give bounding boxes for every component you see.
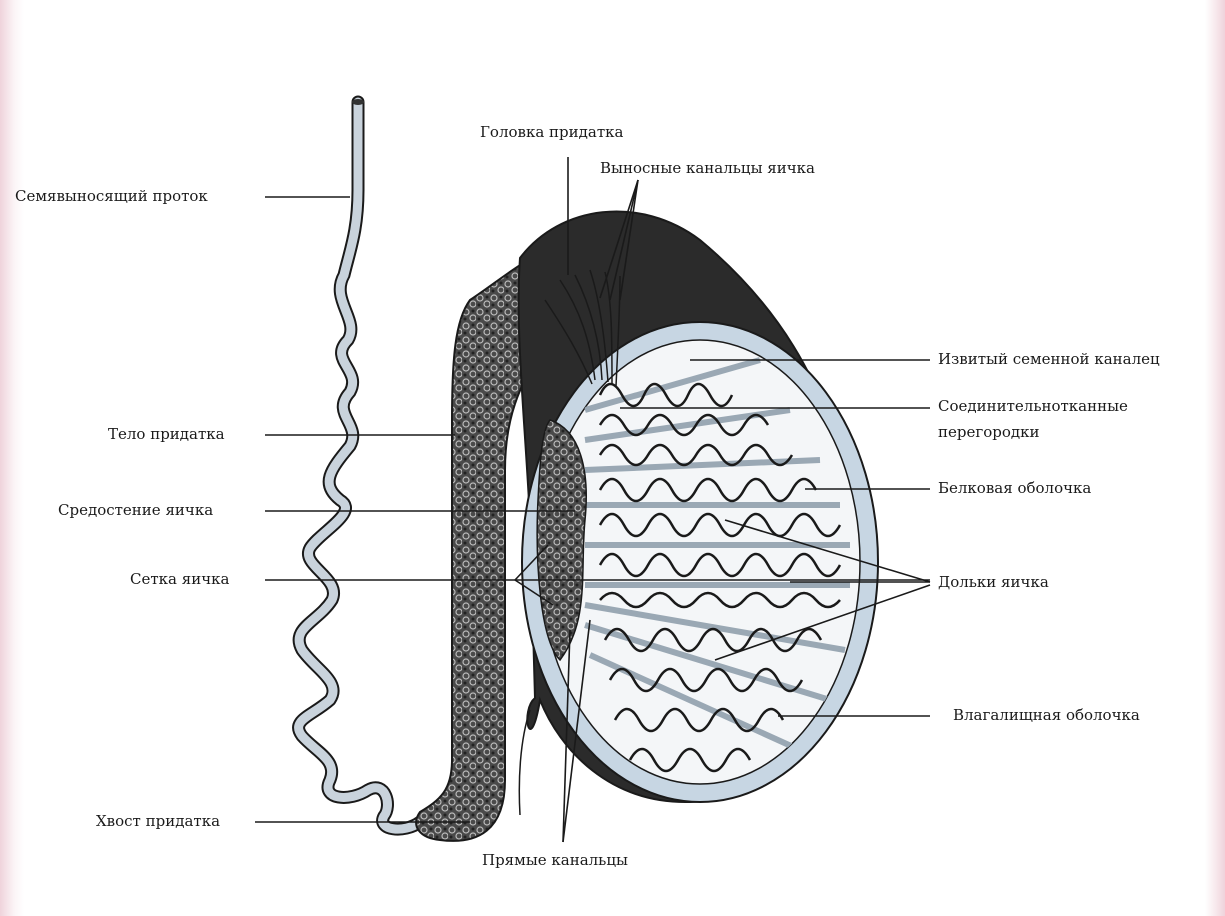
label-tunica-vaginalis: Влагалищная оболочка — [953, 707, 1140, 724]
label-head-epididymis: Головка придатка — [480, 124, 623, 141]
label-lobules: Дольки яичка — [938, 574, 1049, 591]
label-septa-line2: перегородки — [938, 424, 1039, 441]
label-rete-testis: Сетка яичка — [130, 571, 229, 588]
vas-deferens — [299, 99, 470, 830]
label-body-epididymis: Тело придатка — [108, 426, 225, 443]
label-tunica-albuginea: Белковая оболочка — [938, 480, 1091, 497]
label-straight-tubules: Прямые канальцы — [482, 852, 628, 869]
label-septa-line1: Соединительнотканные — [938, 398, 1128, 415]
label-convoluted-tubule: Извитый семенной каналец — [938, 351, 1160, 368]
label-efferent-ducts: Выносные канальцы яичка — [600, 160, 815, 177]
label-vas-deferens: Семявыносящий проток — [15, 188, 208, 205]
label-mediastinum: Средостение яичка — [58, 502, 213, 519]
label-tail-epididymis: Хвост придатка — [96, 813, 220, 830]
